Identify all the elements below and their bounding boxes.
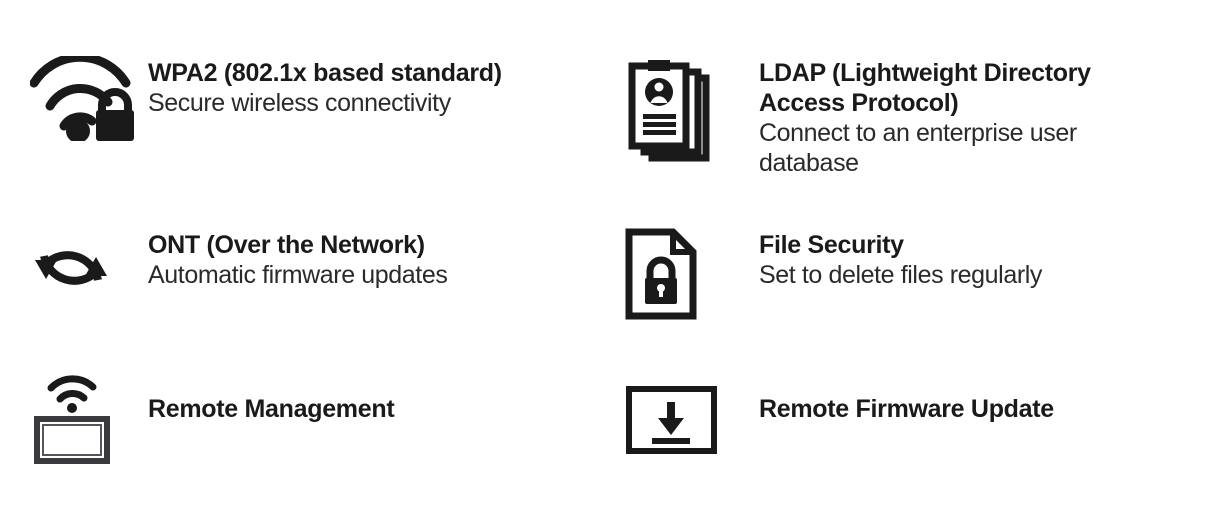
feature-text-remote-management: Remote Management [148, 372, 395, 424]
feature-description: Secure wireless connectivity [148, 89, 451, 117]
monitor-wifi-icon [30, 372, 148, 464]
feature-item-ont: ONT (Over the Network) Automatic firmwar… [30, 228, 448, 308]
feature-item-ldap: LDAP (Lightweight Directory Access Proto… [620, 56, 1091, 178]
feature-item-remote-management: Remote Management [30, 372, 395, 464]
feature-title: LDAP (Lightweight Directory Access Proto… [759, 59, 1091, 117]
document-lock-icon [620, 228, 759, 320]
download-box-icon [620, 372, 759, 464]
feature-item-wpa2: WPA2 (802.1x based standard) Secure wire… [30, 56, 502, 141]
wifi-lock-icon [30, 56, 148, 141]
feature-text-remote-firmware-update: Remote Firmware Update [759, 372, 1054, 424]
feature-item-remote-firmware-update: Remote Firmware Update [620, 372, 1054, 464]
feature-text-wpa2: WPA2 (802.1x based standard) Secure wire… [148, 56, 502, 118]
feature-text-file-security: File Security Set to delete files regula… [759, 228, 1042, 290]
feature-item-file-security: File Security Set to delete files regula… [620, 228, 1042, 320]
feature-description: Connect to an enterprise user database [759, 119, 1077, 177]
sync-circle-icon [30, 228, 148, 308]
feature-title: Remote Firmware Update [759, 395, 1054, 423]
feature-title: WPA2 (802.1x based standard) [148, 59, 502, 87]
id-cards-stack-icon [620, 56, 759, 166]
feature-title: Remote Management [148, 395, 395, 423]
feature-title: ONT (Over the Network) [148, 231, 425, 259]
feature-title: File Security [759, 231, 904, 259]
feature-description: Set to delete files regularly [759, 261, 1043, 289]
feature-text-ldap: LDAP (Lightweight Directory Access Proto… [759, 56, 1091, 178]
feature-text-ont: ONT (Over the Network) Automatic firmwar… [148, 228, 448, 290]
feature-description: Automatic firmware updates [148, 261, 448, 289]
